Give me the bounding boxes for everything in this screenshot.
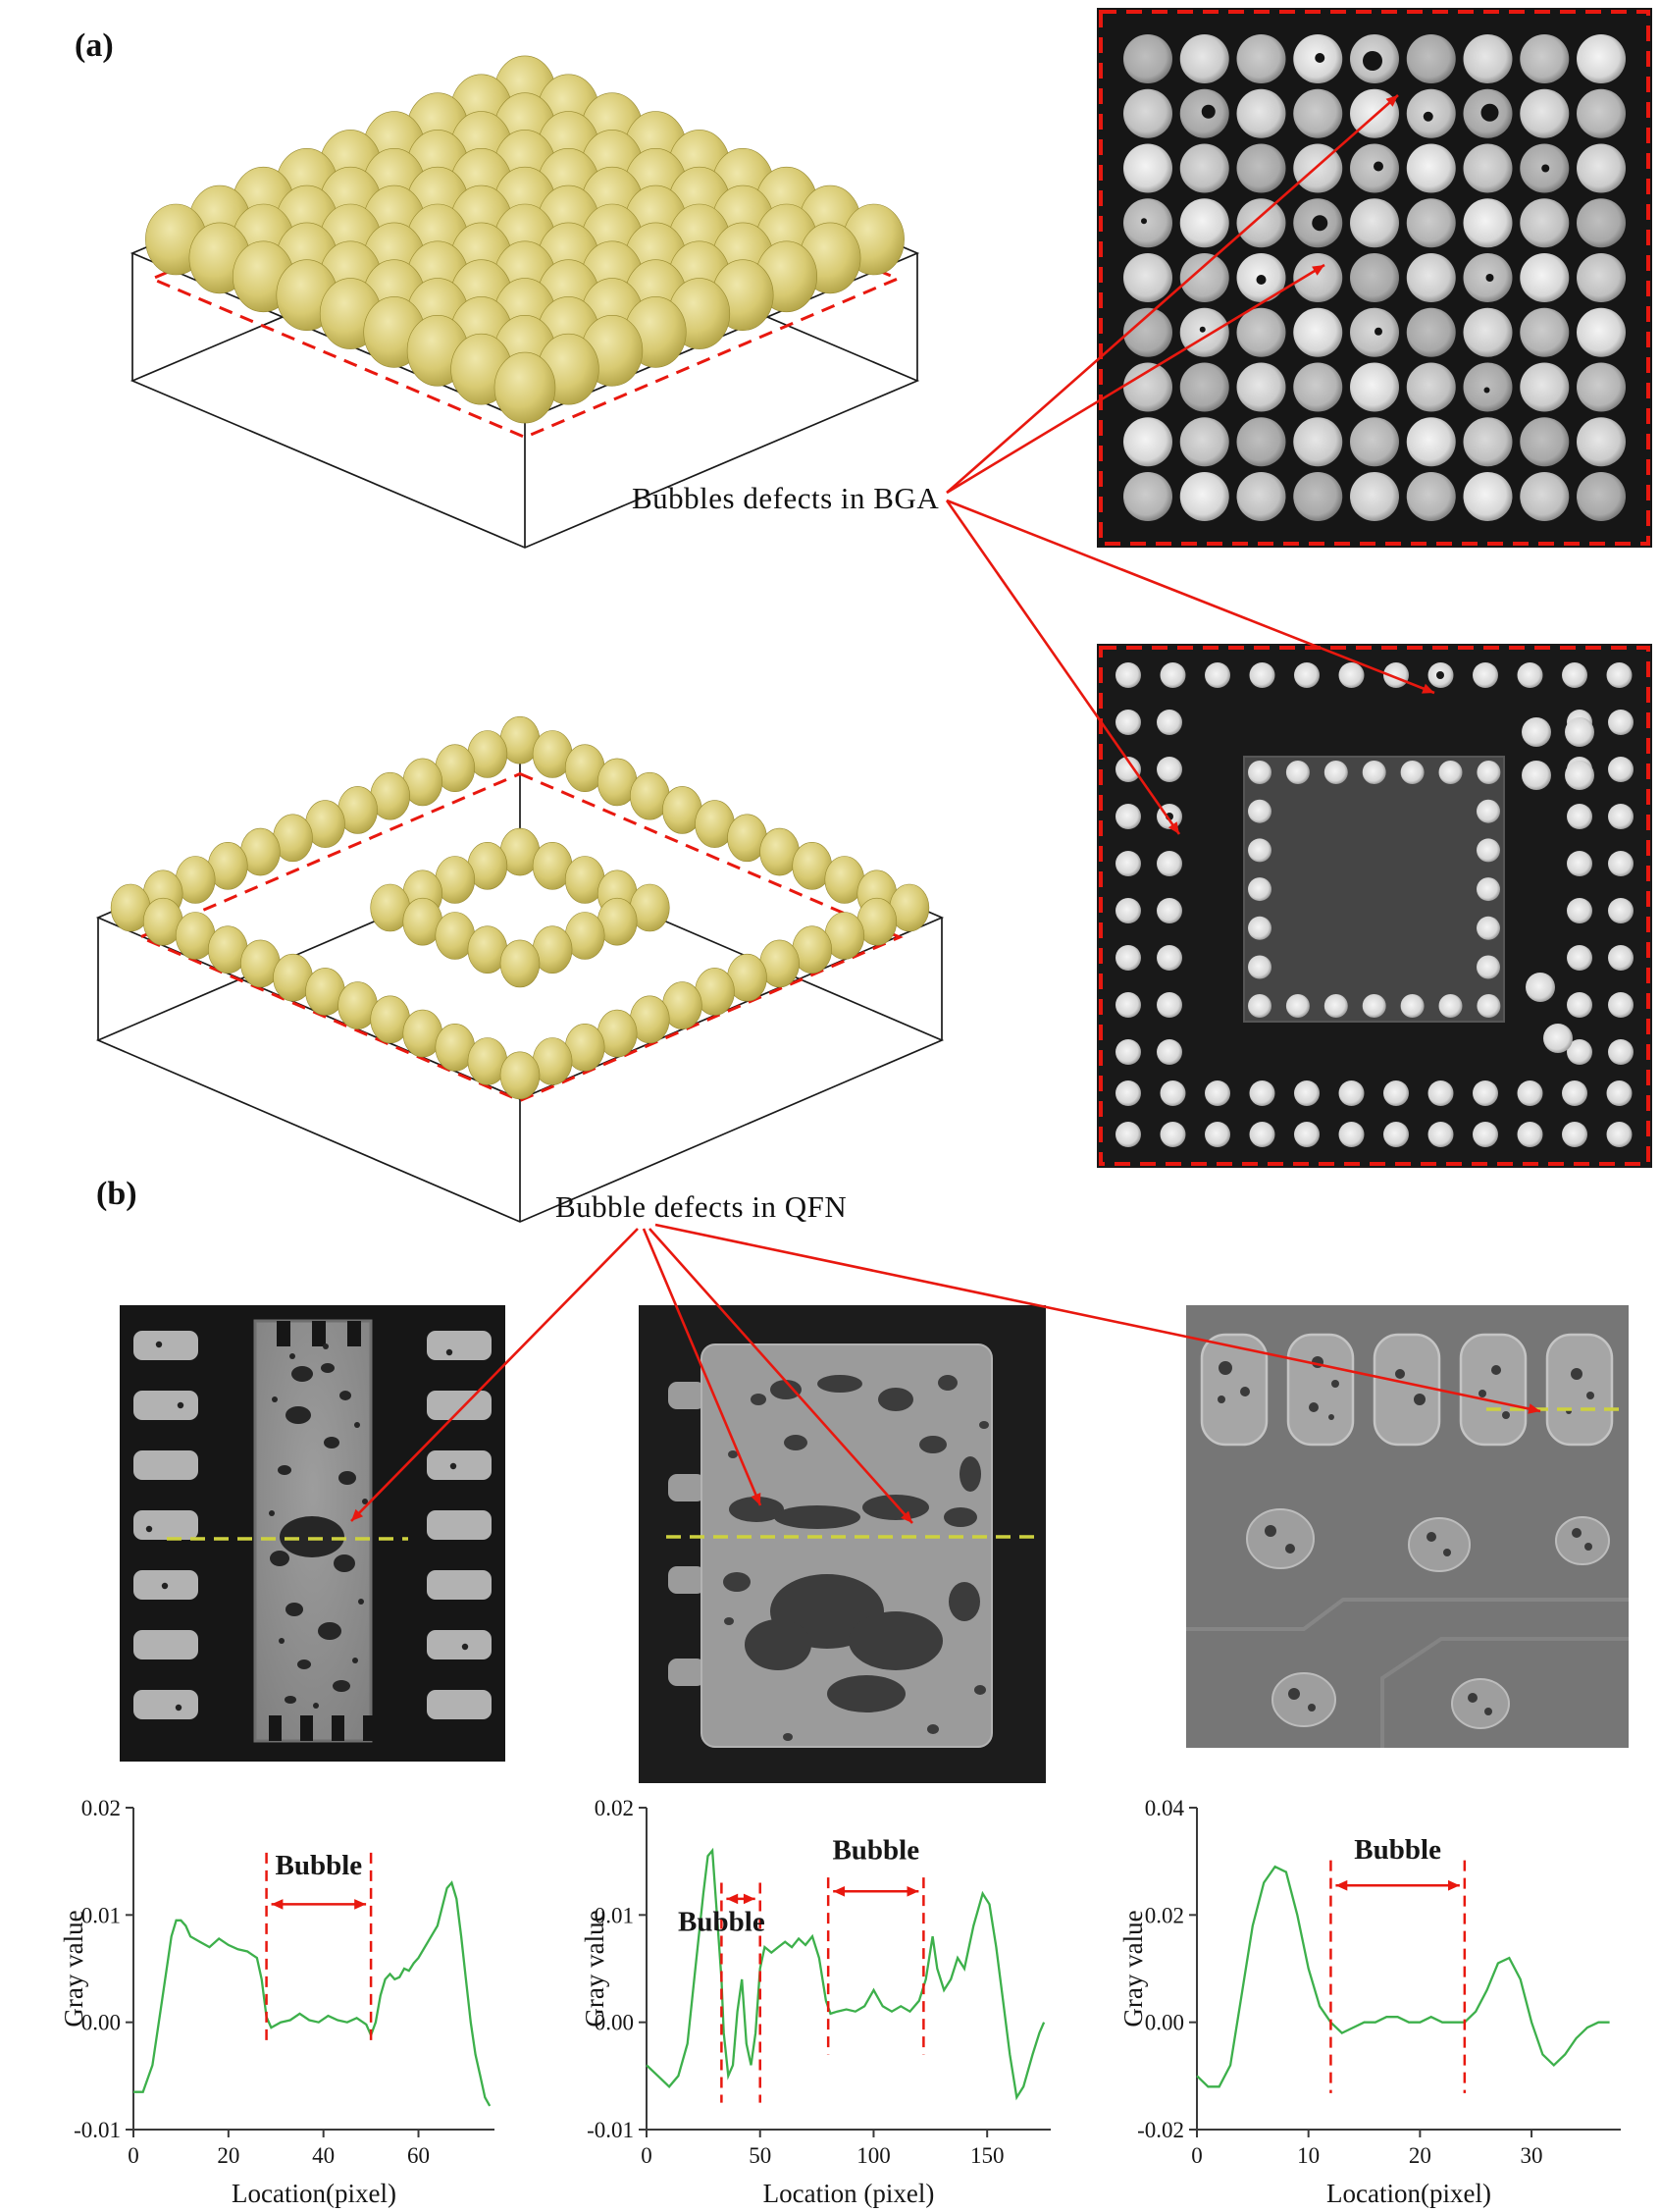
svg-text:Gray value: Gray value bbox=[1118, 1910, 1148, 2027]
svg-text:0.00: 0.00 bbox=[595, 2011, 634, 2035]
panel-b-label: (b) bbox=[96, 1176, 137, 1212]
svg-text:0.02: 0.02 bbox=[81, 1796, 121, 1820]
qfn-defects-caption: Bubble defects in QFN bbox=[555, 1189, 848, 1224]
svg-text:-0.02: -0.02 bbox=[1137, 2118, 1184, 2142]
svg-text:50: 50 bbox=[749, 2143, 771, 2168]
svg-text:0: 0 bbox=[1191, 2143, 1203, 2168]
qfn-xray-image-3 bbox=[1186, 1305, 1629, 1748]
svg-text:10: 10 bbox=[1297, 2143, 1320, 2168]
svg-text:0.04: 0.04 bbox=[1145, 1796, 1185, 1820]
bga-3d-full-array-render bbox=[130, 55, 920, 549]
bga-3d-perimeter-array-render bbox=[95, 715, 945, 1223]
svg-text:0: 0 bbox=[128, 2143, 139, 2168]
bga-xray-full-grid-image bbox=[1097, 8, 1652, 548]
svg-text:40: 40 bbox=[312, 2143, 335, 2168]
svg-text:60: 60 bbox=[407, 2143, 430, 2168]
svg-text:0.02: 0.02 bbox=[595, 1796, 634, 1820]
svg-text:-0.01: -0.01 bbox=[74, 2118, 121, 2142]
svg-text:Bubble: Bubble bbox=[1354, 1834, 1441, 1866]
svg-text:0: 0 bbox=[641, 2143, 652, 2168]
svg-text:0.01: 0.01 bbox=[81, 1903, 121, 1927]
svg-text:0.00: 0.00 bbox=[81, 2011, 121, 2035]
svg-text:Bubble: Bubble bbox=[832, 1834, 919, 1866]
svg-text:20: 20 bbox=[217, 2143, 239, 2168]
svg-text:Bubble: Bubble bbox=[678, 1907, 765, 1938]
svg-text:Gray value: Gray value bbox=[584, 1910, 609, 2027]
svg-text:Location(pixel): Location(pixel) bbox=[232, 2179, 396, 2208]
svg-text:0.00: 0.00 bbox=[1145, 2011, 1184, 2035]
bga-xray-perimeter-grid-image bbox=[1097, 644, 1652, 1168]
qfn-xray-image-2 bbox=[639, 1305, 1046, 1783]
bga-defects-caption: Bubbles defects in BGA bbox=[632, 481, 940, 515]
svg-text:150: 150 bbox=[970, 2143, 1005, 2168]
svg-text:Bubble: Bubble bbox=[276, 1850, 363, 1881]
panel-a-label: (a) bbox=[75, 27, 114, 64]
svg-text:Location(pixel): Location(pixel) bbox=[1326, 2179, 1491, 2208]
svg-text:20: 20 bbox=[1409, 2143, 1431, 2168]
qfn-xray-image-1 bbox=[120, 1305, 505, 1762]
svg-text:-0.01: -0.01 bbox=[587, 2118, 634, 2142]
svg-text:0.01: 0.01 bbox=[595, 1903, 634, 1927]
svg-text:100: 100 bbox=[856, 2143, 891, 2168]
svg-text:Gray value: Gray value bbox=[59, 1910, 88, 2027]
svg-text:30: 30 bbox=[1521, 2143, 1543, 2168]
svg-text:Location (pixel): Location (pixel) bbox=[763, 2179, 935, 2208]
svg-text:0.02: 0.02 bbox=[1145, 1903, 1184, 1927]
